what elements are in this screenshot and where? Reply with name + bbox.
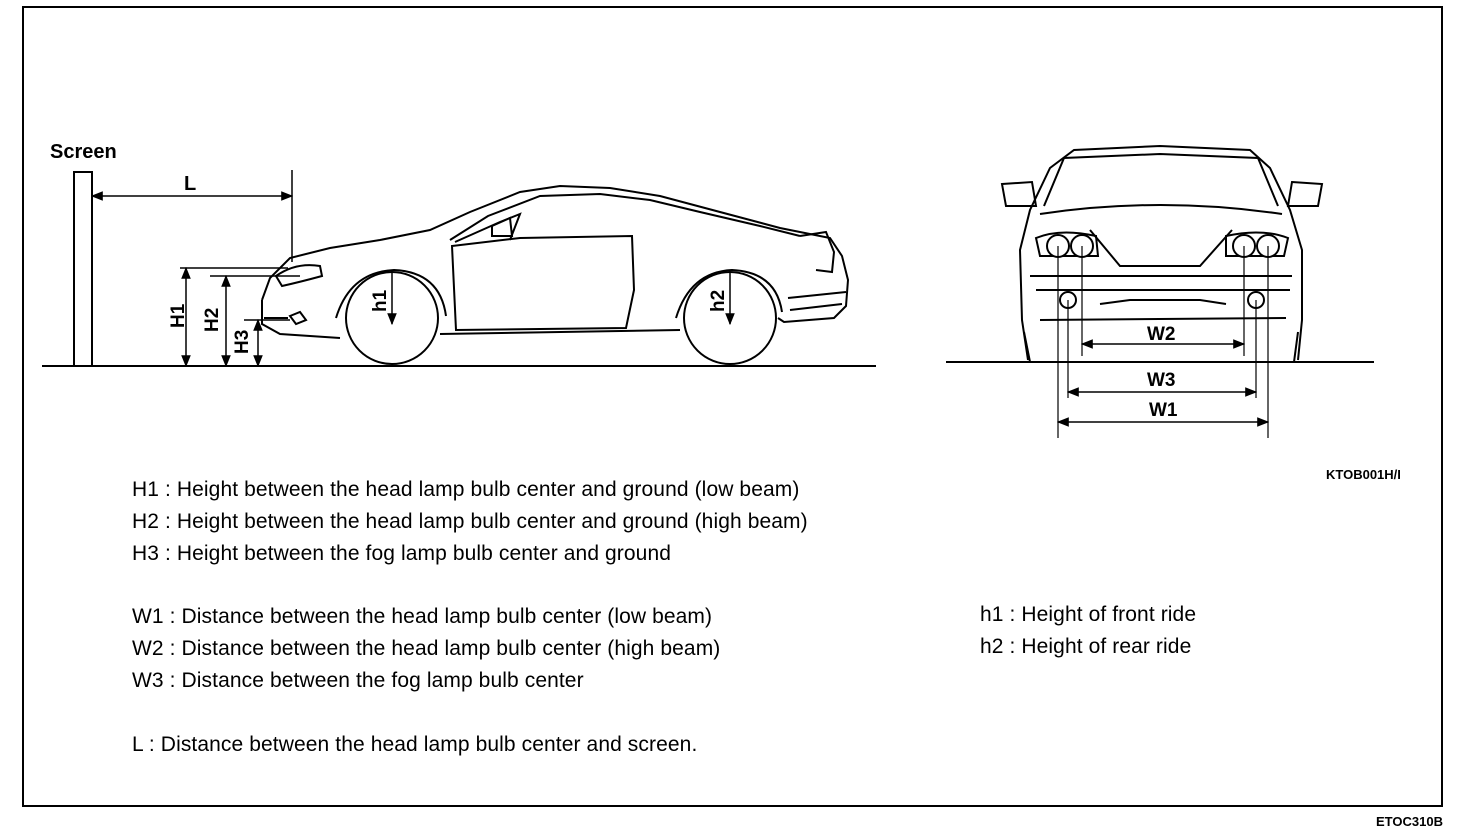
legend-h3: H3 : Height between the fog lamp bulb ce… (132, 542, 672, 565)
legend-h2: H2 : Height between the head lamp bulb c… (132, 510, 808, 533)
screen-label: Screen (50, 141, 117, 163)
car-front-body (1018, 144, 1303, 361)
figure-code-outer: ETOC310B (1376, 814, 1443, 829)
right-mirror (1286, 180, 1324, 207)
figure-code-inner: KTOB001H/I (1326, 467, 1401, 482)
car-door (450, 234, 636, 332)
h2-label: H2 (202, 308, 223, 332)
w1-label: W1 (1149, 400, 1178, 421)
l-label: L (184, 173, 196, 195)
legend-w3: W3 : Distance between the fog lamp bulb … (132, 669, 584, 692)
legend-front-ride: h1 : Height of front ride (980, 603, 1197, 626)
rear-ride-label: h2 (708, 290, 729, 312)
h1-label: H1 (168, 303, 189, 328)
legend-w2: W2 : Distance between the head lamp bulb… (132, 637, 721, 660)
car-side-body (261, 184, 850, 324)
h3-label: H3 (232, 330, 253, 354)
front-ride-label: h1 (370, 289, 391, 312)
w3-label: W3 (1147, 370, 1176, 391)
diagram-frame (22, 6, 1443, 807)
left-mirror (1000, 180, 1038, 207)
legend-l: L : Distance between the head lamp bulb … (132, 733, 698, 756)
legend-h1: H1 : Height between the head lamp bulb c… (132, 478, 800, 501)
legend-rear-ride: h2 : Height of rear ride (980, 635, 1192, 658)
w2-label: W2 (1147, 324, 1176, 345)
legend-w1: W1 : Distance between the head lamp bulb… (132, 605, 713, 628)
screen-post (73, 171, 93, 367)
side-view (42, 170, 876, 368)
front-view (946, 144, 1374, 438)
